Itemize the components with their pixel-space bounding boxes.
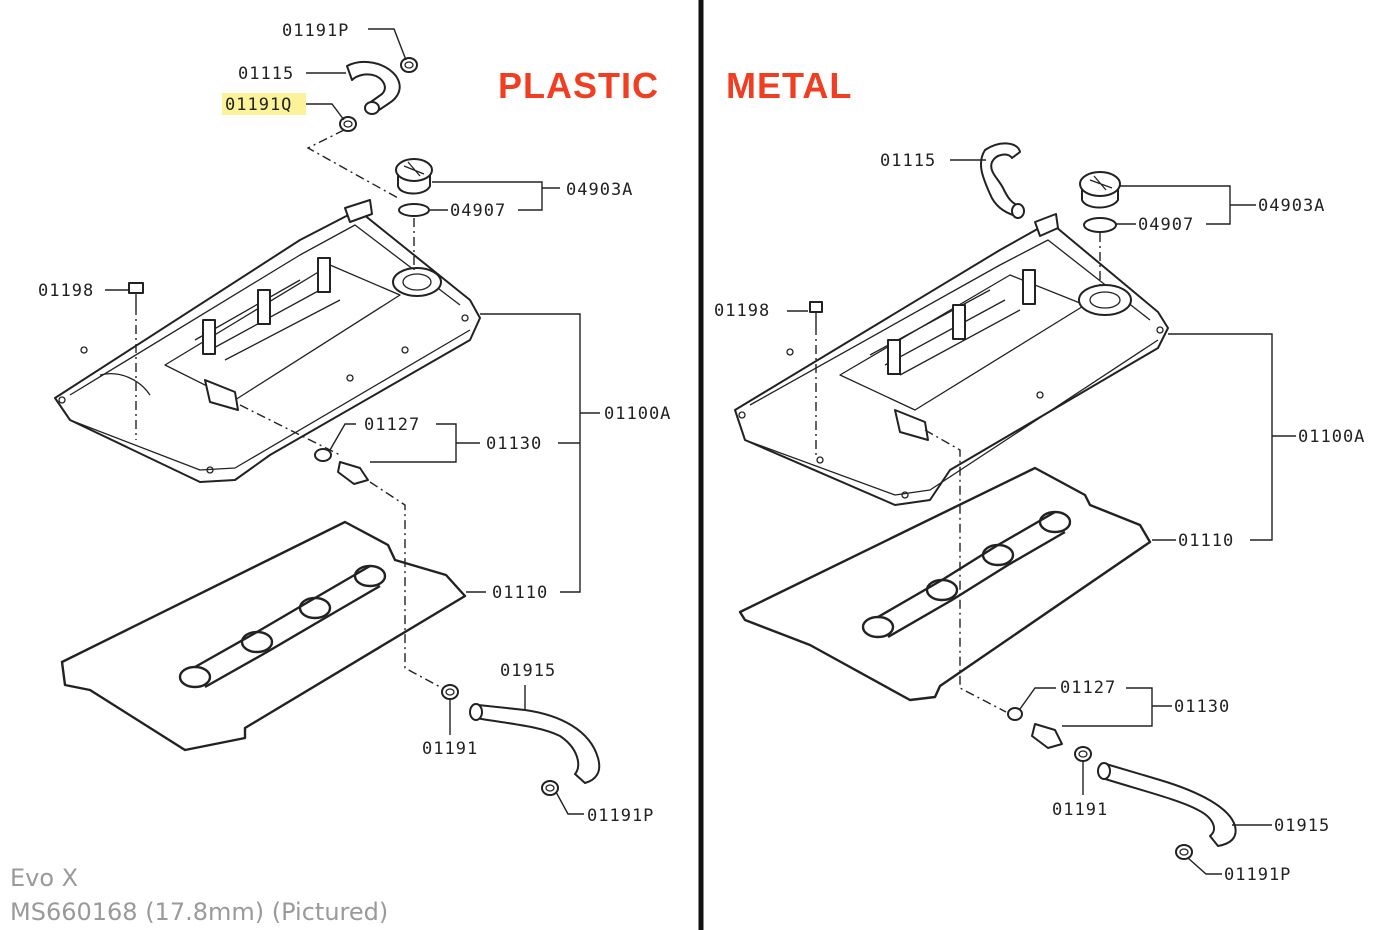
leader-lines-right bbox=[787, 159, 1296, 875]
valve-cover-01100A bbox=[54, 199, 481, 483]
label-04907-metal: 04907 bbox=[1138, 215, 1194, 235]
leader-lines-left bbox=[105, 28, 600, 815]
hose-01115 bbox=[346, 60, 401, 115]
label-01115-metal: 01115 bbox=[880, 151, 936, 171]
label-01115: 01115 bbox=[238, 64, 294, 84]
clamp-01191-metal bbox=[1074, 746, 1092, 762]
hose-01915-metal bbox=[1097, 762, 1237, 847]
gasket-01110 bbox=[60, 520, 467, 752]
label-01100A: 01100A bbox=[604, 404, 671, 424]
label-01110-metal: 01110 bbox=[1178, 531, 1234, 551]
caption-line-1: Evo X bbox=[10, 864, 78, 892]
label-01915-metal: 01915 bbox=[1274, 816, 1330, 836]
label-01191P-metal: 01191P bbox=[1224, 865, 1291, 885]
label-01130-metal: 01130 bbox=[1174, 697, 1230, 717]
label-01127: 01127 bbox=[364, 415, 420, 435]
label-01191P-top: 01191P bbox=[282, 21, 349, 41]
hose-01115-metal bbox=[980, 142, 1025, 219]
label-04903A-metal: 04903A bbox=[1258, 196, 1325, 216]
label-01191-metal: 01191 bbox=[1052, 800, 1108, 820]
label-01191Q: 01191Q bbox=[225, 95, 292, 115]
label-01198: 01198 bbox=[38, 281, 94, 301]
hose-01915 bbox=[469, 703, 601, 784]
plastic-heading: PLASTIC bbox=[498, 65, 659, 106]
caption-line-2: MS660168 (17.8mm) (Pictured) bbox=[10, 898, 388, 926]
plastic-panel: PLASTIC bbox=[38, 21, 671, 826]
label-01130: 01130 bbox=[486, 434, 542, 454]
label-01191: 01191 bbox=[422, 739, 478, 759]
label-01110: 01110 bbox=[492, 583, 548, 603]
valve-cover-01100A-metal bbox=[734, 213, 1169, 506]
metal-heading: METAL bbox=[726, 65, 852, 106]
label-01191P-bottom: 01191P bbox=[587, 806, 654, 826]
pcv-valve-01130 bbox=[314, 448, 369, 485]
label-04907: 04907 bbox=[450, 201, 506, 221]
label-01198-metal: 01198 bbox=[714, 301, 770, 321]
gasket-01110-metal bbox=[738, 466, 1152, 702]
clamp-01191P-metal bbox=[1175, 844, 1193, 860]
metal-panel: METAL bbox=[714, 65, 1365, 885]
clamp-01191P-bottom bbox=[541, 780, 559, 796]
highlight-01191Q bbox=[222, 93, 306, 115]
oring-04907 bbox=[398, 203, 430, 217]
oil-cap-04903A-metal bbox=[1079, 171, 1121, 209]
oil-cap-04903A bbox=[395, 158, 433, 195]
label-01100A-metal: 01100A bbox=[1298, 427, 1365, 447]
clamp-01191P-top bbox=[400, 57, 418, 73]
bolt-01198-metal bbox=[809, 301, 823, 326]
pcv-valve-01130-metal bbox=[1007, 707, 1063, 749]
label-04903A: 04903A bbox=[566, 180, 633, 200]
oring-04907-metal bbox=[1083, 217, 1117, 233]
clamp-01191 bbox=[441, 684, 459, 700]
bolt-01198 bbox=[128, 282, 144, 306]
label-01127-metal: 01127 bbox=[1060, 678, 1116, 698]
clamp-01191Q bbox=[339, 116, 357, 132]
label-01915: 01915 bbox=[500, 661, 556, 681]
